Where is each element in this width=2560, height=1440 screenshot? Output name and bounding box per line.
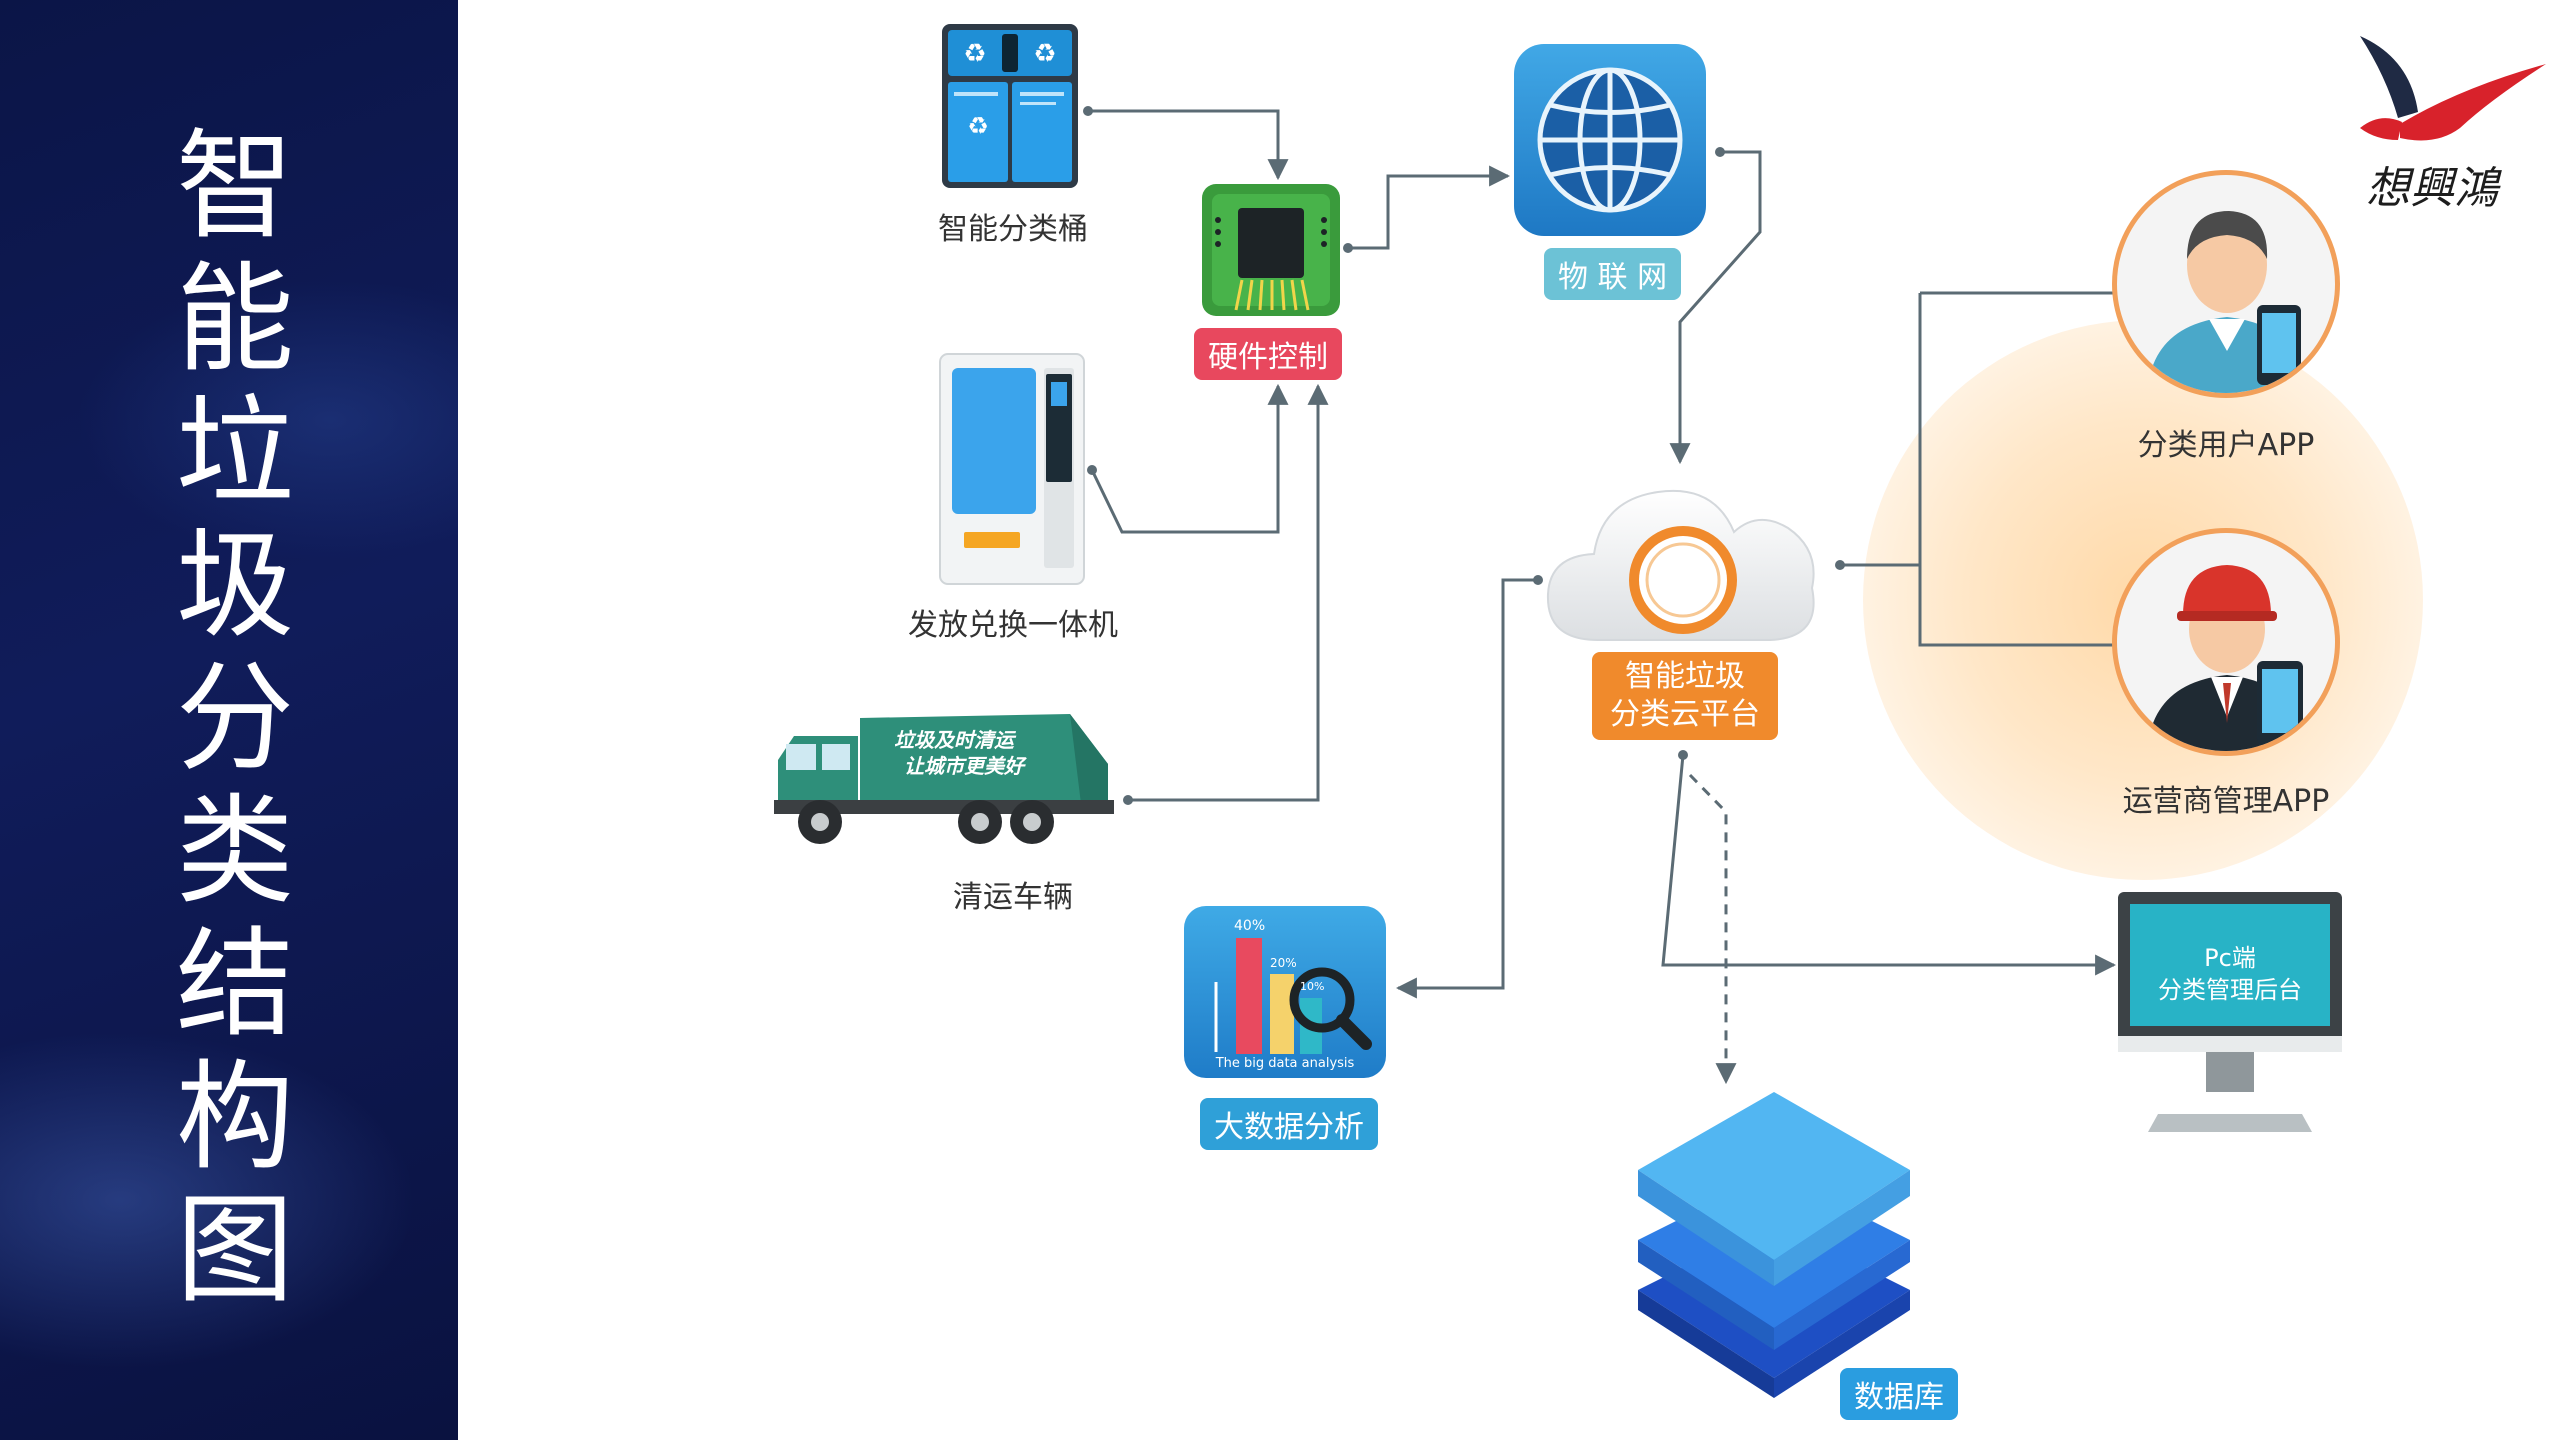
svg-text:♻: ♻	[963, 39, 986, 69]
kiosk-node	[936, 352, 1088, 588]
line-kiosk-hardware	[1090, 383, 1289, 534]
title-char: 分	[175, 649, 294, 787]
title-char: 能	[175, 250, 294, 388]
recycle-bin-icon: ♻ ♻ ♻	[942, 24, 1078, 188]
bar-chart-magnifier-icon	[1184, 906, 1386, 1078]
title-char: 图	[175, 1181, 294, 1319]
title-char: 类	[175, 782, 294, 920]
truck-label: 清运车辆	[953, 880, 1073, 915]
cloud-label-2: 分类云平台	[1610, 697, 1760, 732]
cloud-icon	[1546, 489, 1815, 641]
title-char: 构	[175, 1048, 294, 1186]
truck-slogan-2: 让城市更美好	[904, 754, 1024, 778]
line-hardware-iot	[1348, 165, 1511, 250]
pc-label-1: Pc端	[2204, 944, 2256, 972]
line-bin-hardware	[1088, 109, 1289, 181]
database-stack-icon	[1638, 1092, 1910, 1398]
chip-icon	[1202, 184, 1340, 316]
bigdata-pct-3: 10%	[1300, 980, 1325, 993]
garbage-truck-icon	[774, 714, 1114, 844]
line-to-user-app	[1918, 293, 2120, 647]
pc-label-2: 分类管理后台	[2158, 976, 2302, 1004]
line-cloud-database	[1688, 773, 1737, 1085]
operator-app-label: 运营商管理APP	[2122, 784, 2330, 819]
svg-text:♻: ♻	[967, 112, 989, 140]
line-iot-cloud	[1669, 150, 1762, 465]
bigdata-caption: The big data analysis	[1215, 1056, 1355, 1071]
cloud-label-1: 智能垃圾	[1625, 659, 1745, 694]
logo-text: 想興鴻	[2366, 163, 2498, 214]
globe-icon	[1514, 44, 1706, 236]
title-char: 智	[175, 117, 294, 255]
database-node	[1624, 1072, 1924, 1402]
operator-worker-icon	[2147, 565, 2307, 751]
title-char: 圾	[175, 516, 294, 654]
hardware-pill: 硬件控制	[1194, 328, 1342, 380]
truck-slogan-1: 垃圾及时清运	[894, 728, 1014, 752]
user-app-avatar	[2112, 170, 2340, 398]
bird-logo-icon	[2360, 36, 2546, 141]
logo: 想興鴻	[2340, 28, 2550, 218]
kiosk-label: 发放兑换一体机	[908, 608, 1118, 643]
sidebar: 智 能 垃 圾 分 类 结 构 图	[0, 0, 458, 1440]
pc-node: Pc端 分类管理后台	[2114, 888, 2346, 1138]
user-person-icon	[2147, 211, 2307, 393]
cloud-pill: 智能垃圾 分类云平台	[1592, 652, 1778, 740]
database-pill: 数据库	[1840, 1368, 1958, 1420]
truck-node: 垃圾及时清运 让城市更美好	[770, 704, 1120, 854]
hardware-node	[1198, 180, 1344, 320]
iot-node	[1510, 40, 1710, 240]
svg-text:♻: ♻	[1033, 39, 1056, 69]
line-cloud-bigdata	[1395, 578, 1538, 999]
title-char: 垃	[175, 383, 294, 521]
monitor-icon	[2118, 892, 2342, 1132]
title-char: 结	[175, 915, 294, 1053]
line-truck-hardware	[1128, 383, 1329, 802]
connector-lines	[1083, 106, 2120, 1085]
bigdata-node: 40% 20% 10% The big data analysis	[1180, 902, 1390, 1082]
line-cloud-pc	[1661, 754, 2117, 976]
vending-machine-icon	[939, 353, 1085, 585]
bigdata-pct-2: 20%	[1270, 956, 1297, 970]
smart-bin-node: ♻ ♻ ♻	[940, 22, 1080, 190]
operator-app-avatar	[2112, 528, 2340, 756]
bigdata-pct-1: 40%	[1234, 918, 1266, 934]
iot-pill: 物 联 网	[1544, 248, 1682, 300]
user-app-label: 分类用户APP	[2137, 428, 2315, 463]
vertical-title: 智 能 垃 圾 分 类 结 构 图	[170, 120, 300, 1317]
bigdata-pill: 大数据分析	[1200, 1098, 1378, 1150]
smart-bin-label: 智能分类桶	[938, 212, 1088, 247]
cloud-node	[1538, 470, 1828, 660]
diagram-canvas: ♻ ♻ ♻ 智能分类桶 硬件控制	[458, 0, 2560, 1440]
